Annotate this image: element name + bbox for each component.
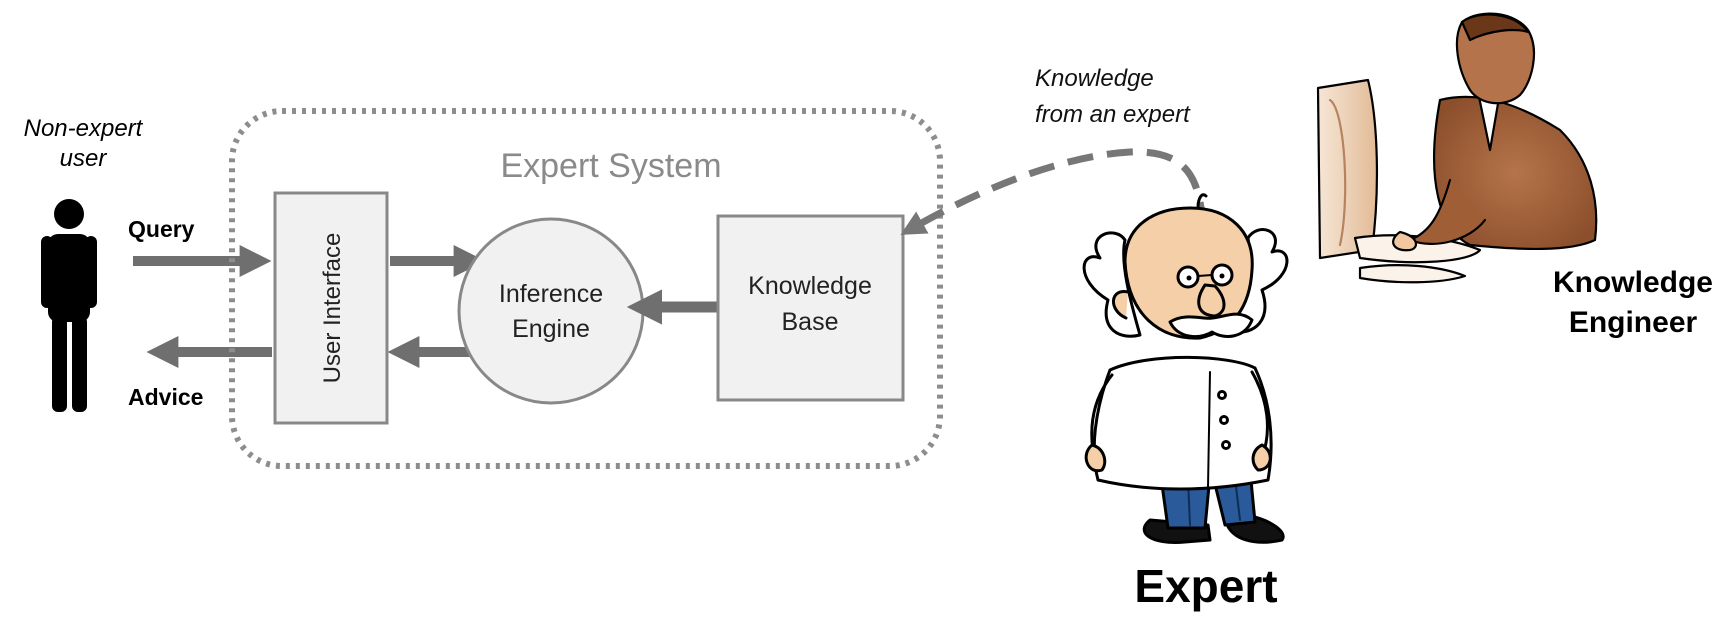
non-expert-user-label: Non-expert user [24,115,144,172]
knowledge-base-label-line2: Base [782,308,839,336]
knowledge-engineer-label-line2: Engineer [1569,306,1698,339]
expert-system-title: Expert System [500,147,721,185]
user-interface-label: User Interface [319,233,346,384]
knowledge-engineer-at-computer-icon [1316,12,1598,284]
user-interface-box: User Interface [273,191,389,425]
non-expert-label-line1: Non-expert [24,115,144,142]
expert-label: Expert [1134,560,1277,612]
inference-engine-label-line2: Engine [512,315,590,343]
inference-engine-node: Inference Engine [457,217,645,405]
query-label: Query [128,216,195,242]
knowledge-base-label-line1: Knowledge [748,272,872,300]
knowledge-engineer-label-line1: Knowledge [1553,266,1713,299]
person-silhouette-icon [41,199,97,412]
advice-label: Advice [128,384,203,410]
expert-system-boundary [229,108,943,469]
knowledge-transfer-arrow [900,148,1207,235]
expert-scientist-icon [1082,193,1289,544]
knowledge-from-expert-line1: Knowledge [1035,65,1154,92]
inference-engine-label-line1: Inference [499,280,603,308]
knowledge-from-expert-line2: from an expert [1035,101,1191,128]
non-expert-label-line2: user [60,145,108,172]
knowledge-base-box: Knowledge Base [716,214,905,402]
